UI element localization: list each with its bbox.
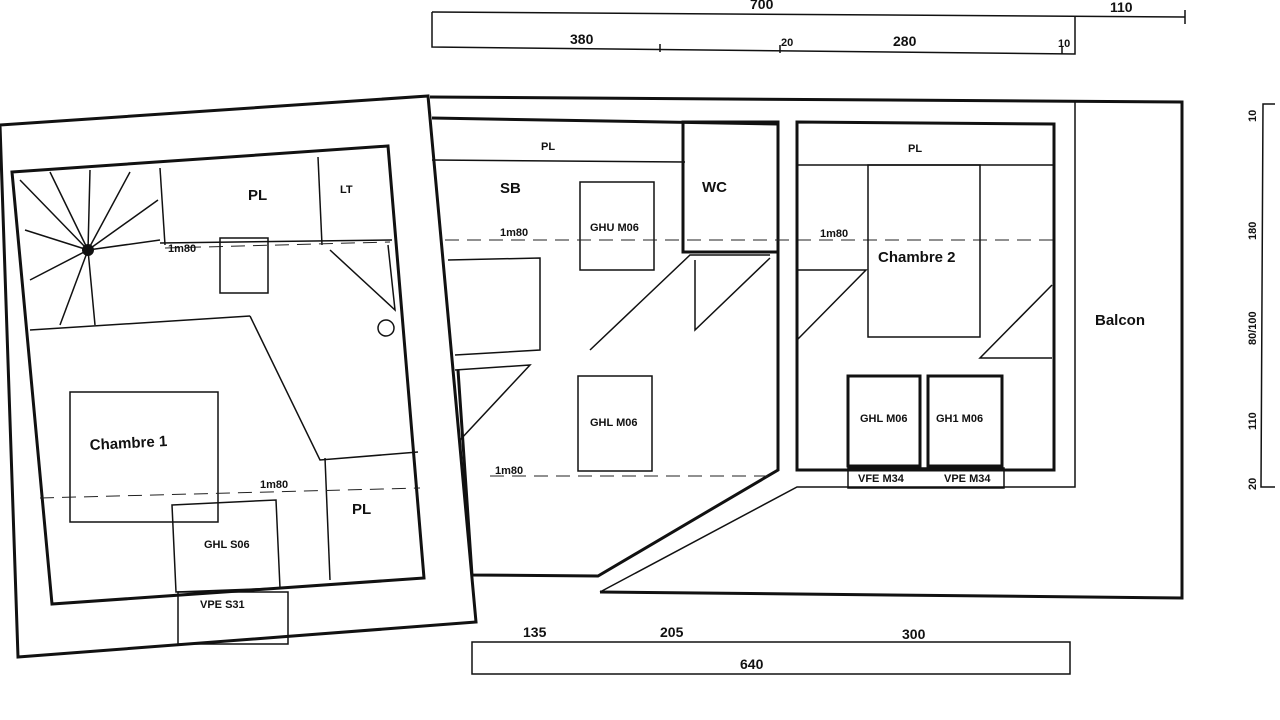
- height-label: 1m80: [168, 243, 196, 255]
- room-label-pl: PL: [908, 143, 922, 155]
- dim-top-seg: 10: [1058, 38, 1070, 50]
- top-dimension-lines: [431, 10, 1186, 55]
- dim-right-seg: 110: [1247, 412, 1259, 430]
- dim-bottom-seg: 205: [660, 624, 684, 640]
- right-dimension-line: [1260, 103, 1275, 488]
- room-label-chambre-1: Chambre 1: [89, 433, 167, 454]
- spiral-stair: [19, 169, 161, 326]
- dim-bottom-total: 640: [740, 656, 764, 672]
- window-label: GH1 M06: [936, 413, 983, 425]
- dim-top-balcony: 110: [1110, 0, 1133, 15]
- dim-bottom-seg: 135: [523, 624, 547, 640]
- dim-top-seg: 380: [570, 31, 594, 47]
- window-label: GHL M06: [860, 413, 907, 425]
- dim-right-seg: 180: [1247, 222, 1259, 240]
- dim-right-seg: 80/100: [1247, 311, 1259, 345]
- window-label: VFE M34: [858, 473, 905, 485]
- main-wing: [429, 95, 1184, 600]
- height-label: 1m80: [820, 228, 848, 240]
- left-wing: [0, 94, 478, 659]
- dim-right-seg: 10: [1247, 110, 1259, 122]
- dim-bottom-seg: 300: [902, 626, 926, 642]
- height-label: 1m80: [495, 465, 523, 477]
- dim-top-total: 700: [750, 0, 774, 12]
- dim-right-seg: 20: [1247, 478, 1259, 490]
- room-label-pl: PL: [541, 141, 555, 153]
- window-label: GHL M06: [590, 417, 637, 429]
- dim-top-seg: 20: [781, 37, 793, 49]
- room-label-chambre-2: Chambre 2: [878, 249, 956, 266]
- height-label: 1m80: [500, 227, 528, 239]
- window-label: VPE S31: [200, 599, 245, 611]
- crosshair-symbol: [377, 319, 395, 337]
- room-label-pl: PL: [248, 187, 267, 204]
- room-label-lt: LT: [340, 184, 353, 196]
- bottom-dimension-lines: [471, 641, 1071, 675]
- window-label: GHU M06: [590, 222, 639, 234]
- room-label-wc: WC: [702, 179, 727, 196]
- window-label: GHL S06: [204, 539, 250, 551]
- window-label: VPE M34: [944, 473, 991, 485]
- room-label-balcon: Balcon: [1095, 312, 1145, 329]
- height-label: 1m80: [260, 479, 288, 491]
- room-label-pl: PL: [352, 501, 371, 518]
- dim-top-seg: 280: [893, 33, 917, 49]
- room-label-sb: SB: [500, 180, 521, 197]
